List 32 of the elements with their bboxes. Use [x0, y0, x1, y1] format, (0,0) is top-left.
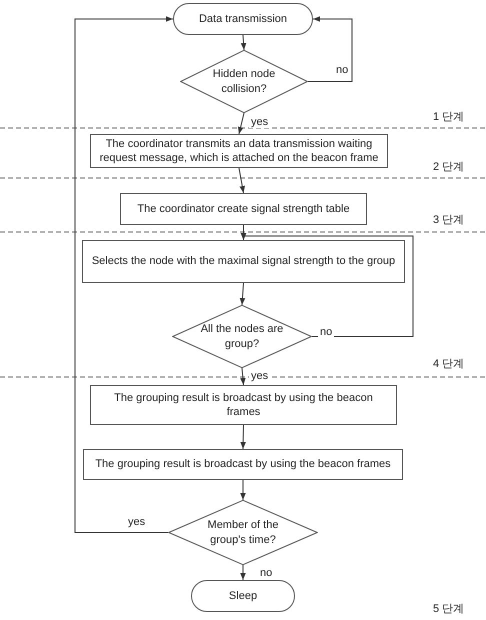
arrow [238, 112, 244, 134]
arrow [240, 368, 246, 386]
arrow [240, 282, 246, 306]
edge-label: yes [249, 116, 270, 128]
process-box: The coordinator transmits an data transmission waiting request message, which is attached on the beacon frame [90, 134, 388, 168]
arrow [240, 34, 246, 50]
edge-label: no [334, 64, 350, 76]
edge-label: yes [126, 516, 148, 528]
arrow [240, 424, 246, 450]
stage-label: 2 단계 [433, 160, 464, 174]
decision-diamond: All the nodes are group? [172, 305, 312, 368]
arrow [238, 168, 246, 194]
process-box: The coordinator create signal strength table [120, 193, 367, 225]
arrow [308, 16, 352, 82]
stage-label: 1 단계 [433, 110, 464, 124]
terminal-box: Data transmission [173, 3, 313, 35]
process-box: The grouping result is broadcast by using the beacon frames [90, 385, 397, 425]
arrow [240, 233, 414, 337]
decision-diamond: Member of the group's time? [168, 500, 318, 565]
terminal-box: Sleep [191, 580, 295, 612]
edge-label: yes [249, 370, 270, 382]
stage-label: 5 단계 [433, 602, 464, 616]
arrow [240, 480, 246, 500]
stage-label: 3 단계 [433, 213, 464, 227]
process-box: The grouping result is broadcast by using the beacon frames [83, 449, 403, 480]
edge-label: no [258, 567, 274, 580]
decision-diamond: Hidden node collision? [180, 50, 308, 113]
stage-label: 4 단계 [433, 357, 464, 371]
process-box: Selects the node with the maximal signal strength to the group [82, 240, 405, 283]
arrow [74, 16, 174, 533]
edge-label: no [318, 326, 334, 338]
arrow [240, 564, 246, 580]
